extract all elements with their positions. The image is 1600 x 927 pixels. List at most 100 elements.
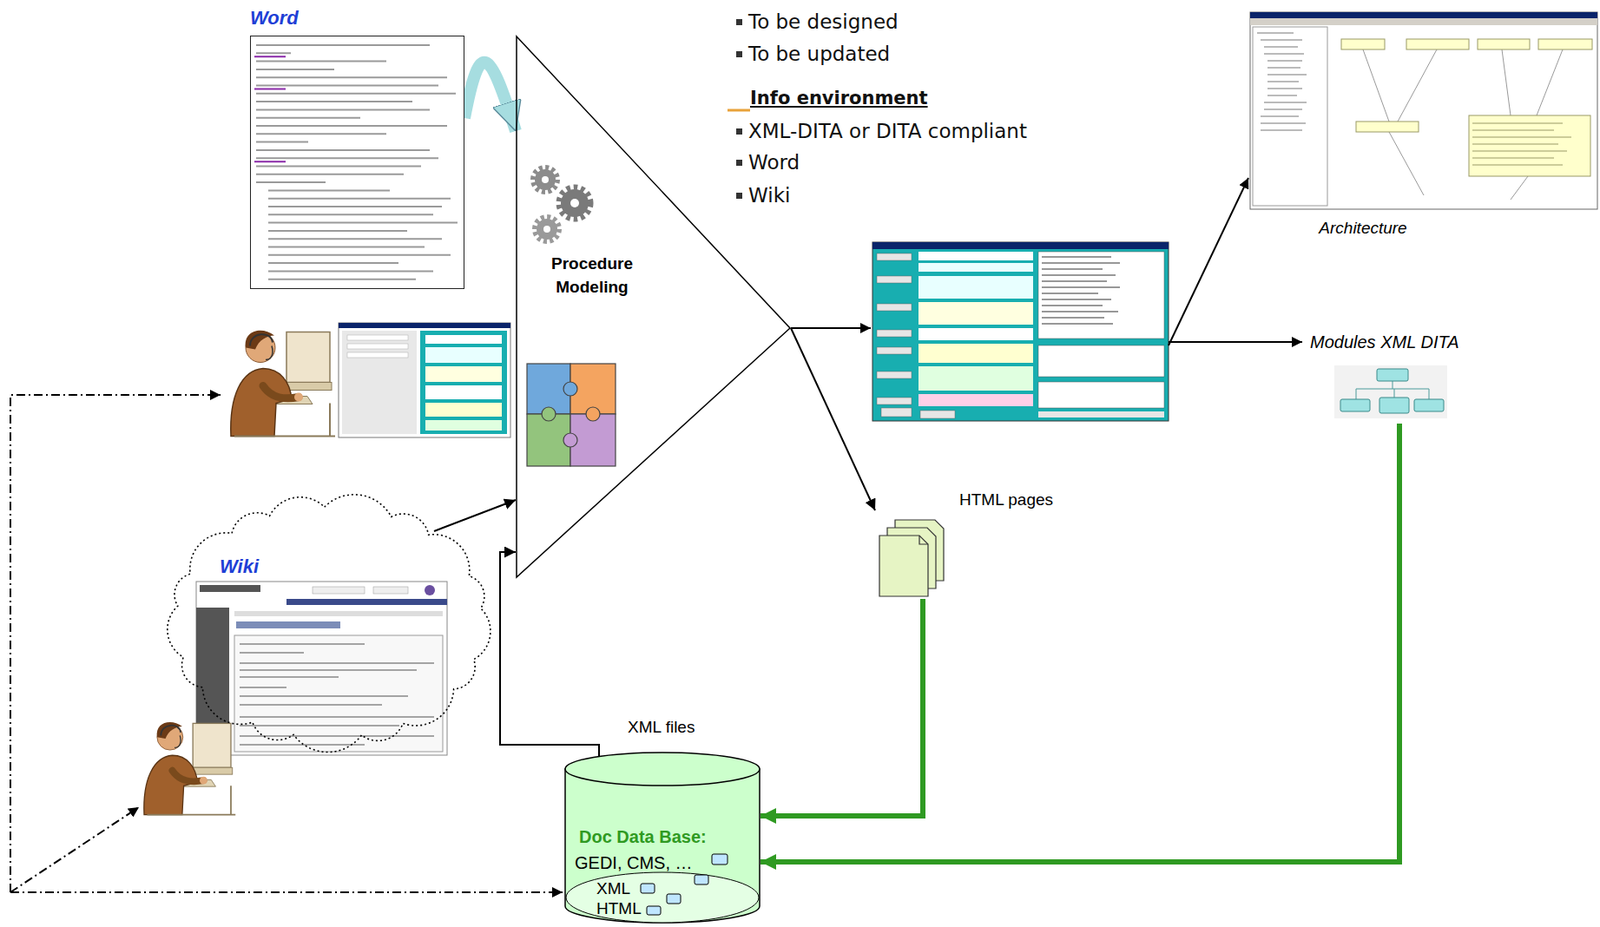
architecture-screenshot [1536, 49, 1563, 116]
form-screenshot [918, 394, 1034, 407]
gears-icon [570, 198, 580, 208]
node-title: Architecture [1250, 218, 1476, 239]
document-lines [250, 36, 464, 289]
document-lines [268, 237, 442, 240]
html-pages-node: HTML pages [875, 486, 1075, 600]
document-lines [256, 149, 430, 152]
document-lines [268, 278, 416, 281]
node-title: Modules XML DITA [1310, 331, 1460, 353]
document-lines [268, 197, 451, 200]
html-pages-icon [919, 535, 929, 545]
node-title: HTML pages [959, 490, 1054, 511]
wiki-screenshot [239, 686, 287, 689]
form-screenshot [918, 276, 1034, 299]
document-lines [268, 246, 425, 249]
document-lines [256, 44, 430, 47]
architecture-screenshot [1472, 144, 1559, 145]
form-screenshot [342, 330, 417, 435]
form-screenshot [1041, 256, 1112, 257]
architecture-screenshot [1257, 32, 1307, 131]
form-screenshot [347, 352, 409, 358]
form-screenshot [1038, 345, 1165, 377]
form-screenshot [1041, 262, 1120, 264]
architecture-screenshot [1406, 39, 1469, 50]
architecture-screenshot [1341, 39, 1593, 177]
form-screenshot [347, 343, 409, 349]
form-screenshot [1041, 256, 1120, 324]
document-lines [268, 230, 408, 232]
form-screenshot [425, 402, 502, 417]
form-screenshot [338, 322, 511, 438]
architecture-screenshot [1252, 26, 1328, 206]
architecture-screenshot [1260, 39, 1303, 41]
modules-icon [1428, 388, 1430, 400]
document-lines [254, 88, 286, 91]
form-screenshot [920, 410, 955, 419]
document-lines [256, 76, 448, 79]
form-screenshot [881, 408, 912, 417]
form-screenshot [420, 330, 507, 435]
form-screenshot [1041, 268, 1103, 270]
connector [790, 328, 876, 511]
document-lines [268, 262, 399, 264]
form-screenshot [1041, 310, 1119, 312]
connector [760, 599, 923, 817]
form-screenshot [872, 242, 1169, 422]
cylinder-outline [566, 872, 759, 923]
puzzle-icon [586, 407, 600, 422]
architecture-screenshot [1341, 39, 1385, 50]
architecture-screenshot [1267, 60, 1303, 62]
bullet-text: To be updated [748, 42, 890, 66]
form-screenshot [347, 335, 409, 341]
node-text: XML [596, 879, 631, 900]
architecture-screenshot [1472, 123, 1572, 165]
flow-line [1168, 177, 1249, 346]
form-screenshot [1041, 274, 1116, 276]
form-screenshot [918, 343, 1034, 363]
modules-icon [1392, 381, 1394, 389]
architecture-screenshot [1472, 158, 1554, 159]
edge-label: XML files [625, 717, 698, 738]
document-lines [256, 108, 430, 111]
architecture-screenshot [1267, 74, 1307, 76]
puzzle-icon [526, 363, 616, 467]
connector [464, 62, 516, 132]
cloud-outline [167, 494, 491, 753]
document-lines [268, 269, 434, 272]
file-icon [666, 894, 681, 904]
architecture-screenshot [1264, 109, 1303, 111]
form-screenshot [876, 329, 912, 337]
wiki-screenshot [239, 735, 435, 738]
architecture-screenshot [1264, 102, 1307, 104]
architecture-screenshot [1510, 176, 1528, 200]
form-screenshot [876, 253, 912, 417]
document-lines [256, 125, 448, 127]
modules-icon [1394, 388, 1396, 398]
architecture-screenshot [1468, 115, 1591, 177]
form-screenshot [1038, 251, 1165, 339]
architecture-screenshot [1501, 49, 1511, 116]
architecture-screenshot [1362, 49, 1390, 122]
node-title: Word [250, 6, 299, 30]
architecture-screenshot [1250, 12, 1598, 210]
puzzle-icon [541, 407, 556, 422]
architecture-screenshot [1257, 32, 1294, 34]
form-screenshot [425, 366, 502, 382]
bullet-mark [736, 159, 743, 166]
section-heading: Info environment [750, 87, 929, 109]
modules-icon [1334, 365, 1448, 419]
form-screenshot [1041, 292, 1099, 294]
form-screenshot [1041, 316, 1105, 318]
document-lines [268, 222, 458, 224]
wiki-screenshot [312, 586, 365, 594]
form-screenshot [918, 263, 1034, 272]
html-pages-icon [879, 520, 944, 597]
architecture-screenshot [1250, 12, 1598, 19]
dash-dot-line [10, 395, 221, 893]
form-screenshot [338, 322, 511, 329]
form-screenshot [918, 302, 1034, 325]
wiki-screenshot [424, 585, 435, 596]
form-screenshot [425, 347, 502, 363]
html-pages-icon [879, 535, 929, 597]
bullet-text: XML-DITA or DITA compliant [748, 119, 1028, 143]
